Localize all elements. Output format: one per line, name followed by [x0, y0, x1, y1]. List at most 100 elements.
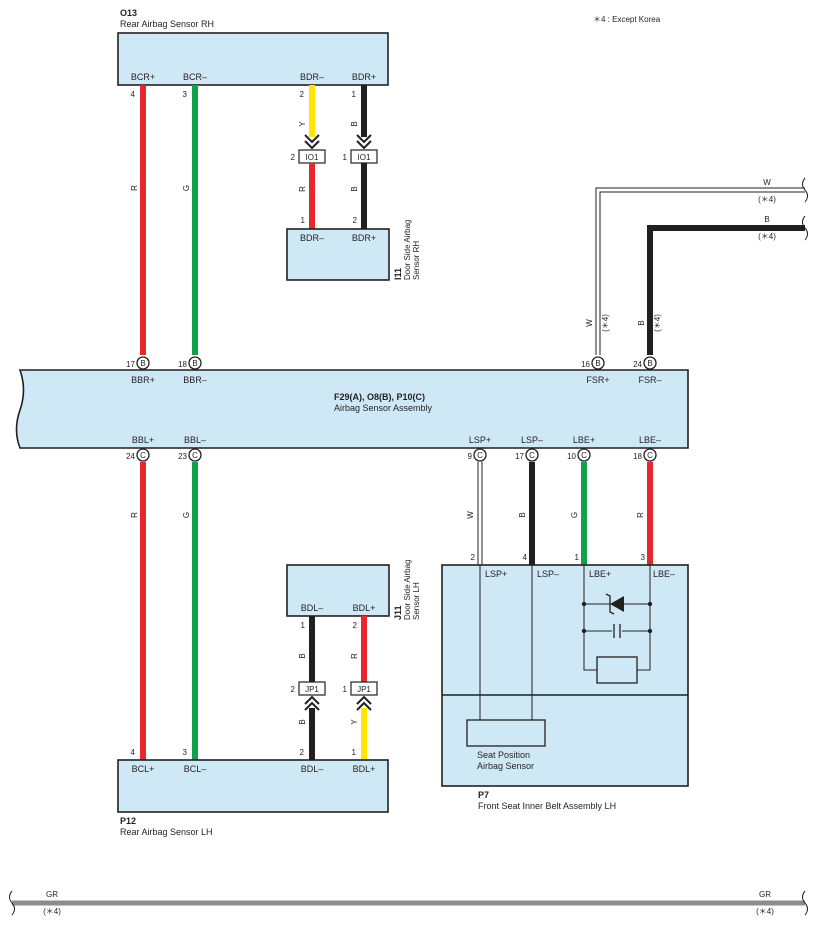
j11-code: J11 — [393, 605, 403, 620]
seat-position-sensor-label: Airbag Sensor — [477, 761, 534, 771]
wire-note-label: (＊4) — [601, 314, 610, 332]
zener-diode-icon — [610, 596, 624, 612]
io1-name: IO1 — [306, 153, 319, 162]
node-dot — [647, 628, 653, 634]
connector-letter: B — [140, 359, 145, 368]
io1-pin: 1 — [343, 153, 348, 162]
p12-box — [117, 759, 389, 813]
jp1-junction-right — [350, 681, 378, 696]
o13-pin-num: 1 — [352, 90, 357, 99]
connector-chevron — [356, 695, 372, 711]
o13-pin-num: 4 — [131, 90, 136, 99]
assembly-pin-label: FSR+ — [586, 375, 609, 385]
jp1-junction-left — [298, 681, 326, 696]
zener-diode-bar — [605, 593, 615, 615]
p7-pin-num: 4 — [523, 553, 528, 562]
p12-pin-num: 2 — [300, 748, 305, 757]
o13-rear-airbag-sensor-rh: O13 Rear Airbag Sensor RH BCR+ BCR– BDR–… — [117, 8, 389, 99]
io1-name: IO1 — [358, 153, 371, 162]
wire-color-label: B — [518, 512, 527, 517]
p7-front-seat-inner-belt-assembly-lh: 2 4 1 3 LSP+ LSP– LBE+ LBE– Seat Positio… — [441, 553, 689, 811]
wire-color-label: G — [182, 512, 191, 518]
connector-circle — [591, 356, 605, 370]
i11-name-line1: Door Side Airbag — [403, 220, 412, 280]
i11-box — [286, 228, 390, 281]
connector-circle — [136, 448, 150, 462]
p7-pin-num: 2 — [471, 553, 476, 562]
assembly-pin-label: LSP+ — [469, 435, 491, 445]
wire-color-label: B — [637, 320, 646, 325]
offpage-b-color: B — [764, 215, 769, 224]
wire-color-label: R — [298, 186, 307, 192]
capacitor-gap — [612, 624, 622, 638]
gr-left-note: (＊4) — [43, 907, 61, 916]
connector-circle — [188, 448, 202, 462]
assembly-pin-num: 17 — [515, 452, 524, 461]
p12-pin-label: BCL– — [184, 764, 207, 774]
wire-color-label: B — [350, 186, 359, 191]
i11-pin-num: 1 — [301, 216, 306, 225]
offpage-gr-right-break — [802, 890, 808, 916]
p7-name: Front Seat Inner Belt Assembly LH — [478, 801, 616, 811]
p12-rear-airbag-sensor-lh: 4 3 2 1 BCL+ BCL– BDL– BDL+ P12 Rear Air… — [117, 748, 389, 837]
io1-pin: 2 — [291, 153, 296, 162]
assembly-pin-num: 24 — [126, 452, 135, 461]
assembly-pin-label: BBR+ — [131, 375, 155, 385]
p12-name: Rear Airbag Sensor LH — [120, 827, 213, 837]
wire-color-label: R — [130, 512, 139, 518]
p12-pin-label: BCL+ — [132, 764, 155, 774]
j11-pin-num: 1 — [301, 621, 306, 630]
wire-color-label: Y — [298, 121, 307, 127]
o13-code: O13 — [120, 8, 137, 18]
connector-circle — [136, 356, 150, 370]
j11-name-line2: Sensor LH — [412, 582, 421, 620]
p7-pin-label: LSP+ — [485, 569, 507, 579]
wire-fsr-plus-outline — [595, 187, 805, 355]
o13-box — [117, 32, 389, 86]
gr-right-color: GR — [759, 890, 771, 899]
offpage-b-break — [802, 215, 808, 241]
connector-circle — [643, 448, 657, 462]
connector-letter: B — [192, 359, 197, 368]
wire-fsr-plus — [596, 188, 805, 355]
assembly-pin-label: LBE– — [639, 435, 661, 445]
wire-color-label: R — [130, 185, 139, 191]
wire-color-label: B — [350, 121, 359, 126]
o13-pin-label: BDR+ — [352, 72, 376, 82]
p12-pin-num: 1 — [352, 748, 357, 757]
assembly-pin-num: 18 — [178, 360, 187, 369]
p7-pin-label: LBE+ — [589, 569, 611, 579]
jp1-pin: 2 — [291, 685, 296, 694]
wire-note-label: (＊4) — [653, 314, 662, 332]
j11-box — [286, 564, 390, 617]
offpage-gr-left-break — [9, 890, 15, 916]
i11-pin-label: BDR– — [300, 233, 324, 243]
o13-pin-num: 3 — [183, 90, 188, 99]
assembly-box — [15, 369, 689, 449]
o13-pin-label: BCR– — [183, 72, 207, 82]
wire-color-label: W — [466, 511, 475, 519]
assembly-pin-num: 16 — [581, 360, 590, 369]
i11-door-side-airbag-sensor-rh: 1 2 BDR– BDR+ I11 Door Side Airbag Senso… — [286, 216, 421, 281]
p7-pin-num: 1 — [575, 553, 580, 562]
p7-code: P7 — [478, 790, 489, 800]
assembly-pin-num: 18 — [633, 452, 642, 461]
o13-pin-label: BCR+ — [131, 72, 155, 82]
p12-pin-label: BDL+ — [353, 764, 376, 774]
wire-color-label: G — [182, 185, 191, 191]
o13-pin-num: 2 — [300, 90, 305, 99]
connector-letter: B — [595, 359, 600, 368]
assembly-pin-label: BBL+ — [132, 435, 154, 445]
seat-position-sensor-box — [466, 719, 546, 747]
connector-chevron — [356, 134, 372, 150]
seat-position-sensor-label: Seat Position — [477, 750, 530, 760]
wire-color-label: R — [636, 512, 645, 518]
assembly-pin-num: 24 — [633, 360, 642, 369]
o13-name: Rear Airbag Sensor RH — [120, 19, 214, 29]
p12-pin-num: 3 — [183, 748, 188, 757]
j11-pin-label: BDL+ — [353, 603, 376, 613]
assembly-pin-label: LSP– — [521, 435, 543, 445]
j11-name-line1: Door Side Airbag — [403, 560, 412, 620]
p7-pin-label: LSP– — [537, 569, 559, 579]
